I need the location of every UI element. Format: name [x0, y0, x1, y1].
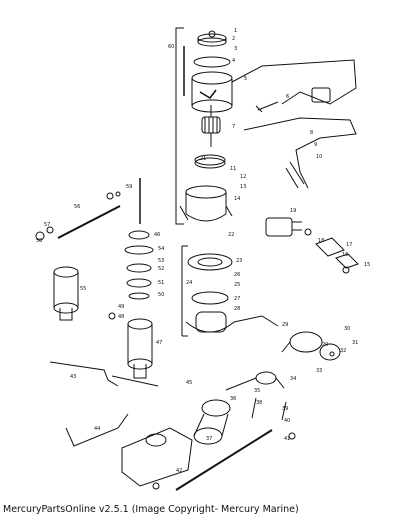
- callout-33: 33: [316, 368, 322, 374]
- callout-labels: 1 2 3 4 5 6 7 8 9 10 11 12 13 14 15 16 1…: [36, 28, 370, 474]
- lower-cylinder: [193, 399, 231, 445]
- trim-base: [121, 427, 193, 487]
- callout-54: 54: [158, 246, 164, 252]
- callout-60: 60: [168, 44, 174, 50]
- lower-pivot: [225, 371, 285, 391]
- callout-18: 18: [318, 238, 324, 244]
- callout-59: 59: [126, 184, 132, 190]
- callout-34: 34: [290, 376, 296, 382]
- callout-26: 26: [234, 272, 240, 278]
- callout-15: 15: [364, 262, 370, 268]
- callout-43: 43: [70, 374, 76, 380]
- callout-48: 48: [118, 314, 124, 320]
- callout-39: 39: [282, 406, 288, 412]
- callout-19: 19: [290, 208, 296, 214]
- callout-8: 8: [310, 130, 313, 136]
- callout-35: 35: [254, 388, 260, 394]
- hydraulic-line-b: [111, 375, 159, 387]
- callout-4: 4: [232, 58, 235, 64]
- callout-57: 57: [44, 222, 50, 228]
- callout-6: 6: [286, 94, 289, 100]
- motor-cap: [197, 30, 227, 47]
- callout-31: 31: [352, 340, 358, 346]
- callout-42: 42: [176, 468, 182, 474]
- callout-2: 2: [232, 36, 235, 42]
- callout-10: 10: [316, 154, 322, 160]
- motor-housing: [191, 56, 233, 113]
- callout-12: 12: [240, 174, 246, 180]
- callout-14: 14: [234, 196, 240, 202]
- callout-3: 3: [234, 46, 237, 52]
- callout-47: 47: [156, 340, 162, 346]
- copyright-caption: MercuryPartsOnline v2.5.1 (Image Copyrig…: [3, 504, 299, 515]
- solenoid-block: [265, 217, 302, 237]
- callout-11: 11: [230, 166, 236, 172]
- hydraulic-line-a: [49, 361, 119, 387]
- tilt-rod: [175, 429, 273, 491]
- callout-36: 36: [230, 396, 236, 402]
- pump-bracket: [181, 245, 188, 337]
- end-bell: [179, 185, 233, 222]
- callout-24: 24: [186, 280, 192, 286]
- trim-cylinder-center: [127, 318, 153, 379]
- callout-51: 51: [158, 280, 164, 286]
- parts-exploded-diagram: 1 2 3 4 5 6 7 8 9 10 11 12 13 14 15 16 1…: [35, 27, 370, 491]
- callout-50: 50: [158, 292, 164, 298]
- callout-55: 55: [80, 286, 86, 292]
- callout-56: 56: [74, 204, 80, 210]
- callout-17: 17: [346, 242, 352, 248]
- callout-32: 32: [340, 348, 346, 354]
- callout-7: 7: [232, 124, 235, 130]
- callout-21: 21: [200, 156, 206, 162]
- reservoir-cover: [124, 230, 154, 300]
- callout-45: 45: [186, 380, 192, 386]
- callout-29: 29: [282, 322, 288, 328]
- callout-5: 5: [244, 76, 247, 82]
- callout-9: 9: [314, 142, 317, 148]
- hydraulic-line-d: [233, 315, 279, 327]
- callout-40: 40: [284, 418, 290, 424]
- pump-body: [185, 253, 235, 333]
- callout-16: 16: [342, 252, 348, 258]
- callout-22: 22: [228, 232, 234, 238]
- callout-52: 52: [158, 266, 164, 272]
- motor-bracket-line: [175, 27, 184, 225]
- spring-pin: [251, 397, 287, 421]
- callout-28: 28: [234, 306, 240, 312]
- trim-cylinder-left: [53, 266, 79, 321]
- callout-38: 38: [256, 400, 262, 406]
- armature: [201, 105, 221, 147]
- callout-1: 1: [234, 28, 237, 34]
- callout-13: 13: [240, 184, 246, 190]
- callout-58: 58: [36, 238, 42, 244]
- callout-46: 46: [154, 232, 160, 238]
- callout-53: 53: [158, 258, 164, 264]
- hydraulic-line-c: [65, 413, 129, 447]
- callout-41: 41: [284, 436, 290, 442]
- callout-37: 37: [206, 436, 212, 442]
- callout-23: 23: [236, 258, 242, 264]
- brush-ring: [194, 154, 226, 169]
- callout-49: 49: [118, 304, 124, 310]
- callout-44: 44: [94, 426, 100, 432]
- callout-25: 25: [234, 282, 240, 288]
- pivot-rod: [57, 205, 121, 239]
- wire-harness: [231, 59, 357, 105]
- valve-body: [281, 331, 341, 361]
- callout-20: 20: [322, 342, 328, 348]
- callout-30: 30: [344, 326, 350, 332]
- callout-27: 27: [234, 296, 240, 302]
- junction-plate: [315, 237, 359, 269]
